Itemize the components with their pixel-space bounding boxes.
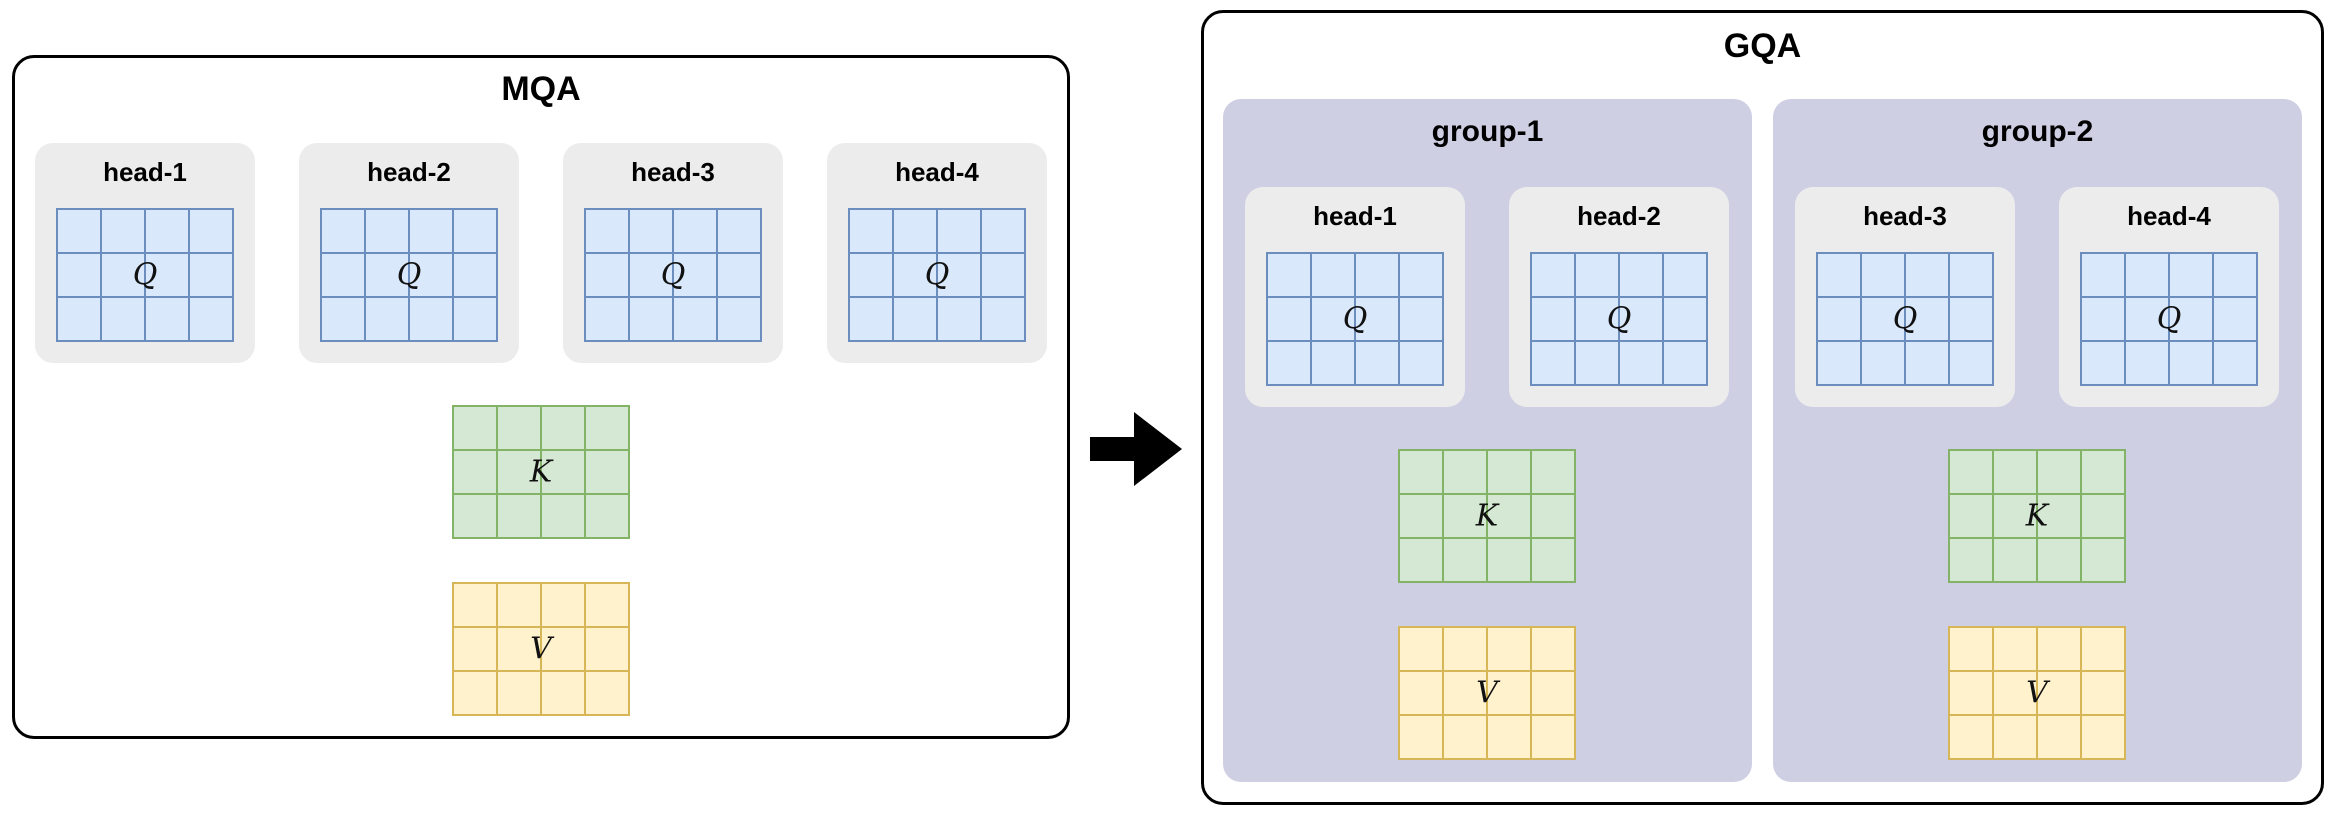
mqa-title: MQA <box>501 70 581 108</box>
query-matrix: Q <box>1816 252 1994 386</box>
mqa-head-3: head-3 Q <box>563 143 783 363</box>
gqa-head-3: head-3 Q <box>1795 187 2015 407</box>
group-1-value-matrix: V <box>1398 626 1576 760</box>
head-label: head-2 <box>1577 201 1661 231</box>
head-label: head-3 <box>631 157 715 187</box>
mqa-key-matrix: K <box>452 405 630 539</box>
group-title: group-1 <box>1431 115 1544 148</box>
mqa-head-2: head-2 Q <box>299 143 519 363</box>
query-matrix: Q <box>56 208 234 342</box>
mqa-head-1: head-1 Q <box>35 143 255 363</box>
head-label: head-4 <box>895 157 979 187</box>
right-arrow-icon <box>1090 412 1182 486</box>
group-1-key-matrix: K <box>1398 449 1576 583</box>
head-label: head-2 <box>367 157 451 187</box>
group-2-key-matrix: K <box>1948 449 2126 583</box>
head-label: head-1 <box>1313 201 1397 231</box>
head-label: head-4 <box>2127 201 2211 231</box>
gqa-head-4: head-4 Q <box>2059 187 2279 407</box>
mqa-value-matrix: V <box>452 582 630 716</box>
query-matrix: Q <box>848 208 1026 342</box>
query-matrix: Q <box>584 208 762 342</box>
head-label: head-1 <box>103 157 187 187</box>
gqa-head-2: head-2 Q <box>1509 187 1729 407</box>
query-matrix: Q <box>1530 252 1708 386</box>
head-label: head-3 <box>1863 201 1947 231</box>
group-title: group-2 <box>1981 115 2094 148</box>
group-2-value-matrix: V <box>1948 626 2126 760</box>
gqa-title: GQA <box>1723 27 1802 65</box>
query-matrix: Q <box>320 208 498 342</box>
gqa-head-1: head-1 Q <box>1245 187 1465 407</box>
query-matrix: Q <box>1266 252 1444 386</box>
mqa-head-4: head-4 Q <box>827 143 1047 363</box>
query-matrix: Q <box>2080 252 2258 386</box>
